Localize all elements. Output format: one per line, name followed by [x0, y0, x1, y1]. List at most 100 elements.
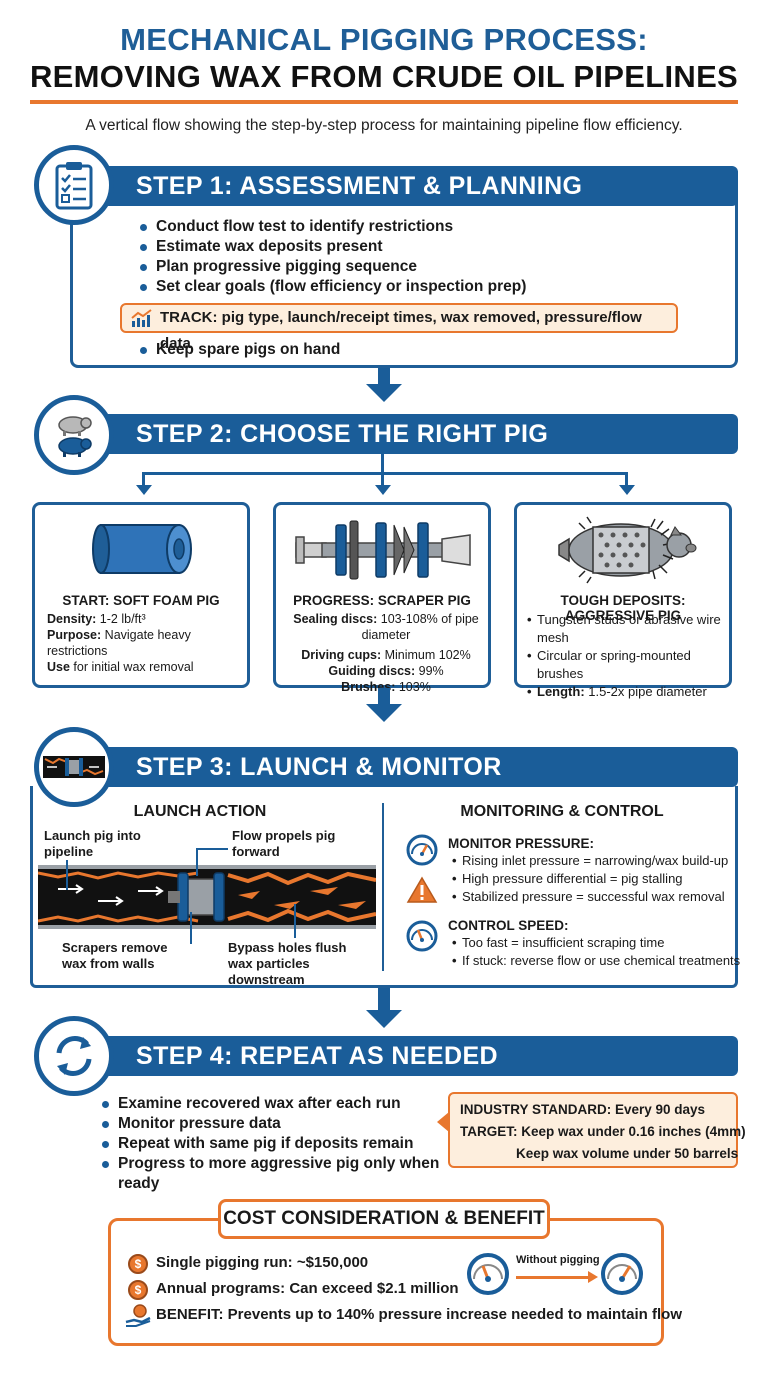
without-pigging-label: Without pigging: [516, 1254, 600, 1266]
pig-spec-line: Use for initial wax removal: [47, 659, 247, 675]
step4-icon-circle: [34, 1016, 114, 1096]
spec-value: 1.5-2x pipe diameter: [584, 684, 707, 699]
flow-arrow-down-icon: [366, 384, 402, 402]
spec-value: 1-2 lb/ft³: [96, 612, 146, 626]
spec-value: 99%: [415, 664, 444, 678]
flow-arrow-down-icon: [366, 1010, 402, 1028]
list-item: Plan progressive pigging sequence: [136, 257, 696, 277]
list-item: Monitor pressure data: [98, 1114, 448, 1134]
arrow-right-icon: [588, 1271, 598, 1283]
title-line-1: MECHANICAL PIGGING PROCESS:: [120, 22, 648, 57]
spec-label: Use: [47, 660, 70, 674]
spec-label: Length:: [537, 684, 585, 699]
branch-connector: [381, 472, 384, 488]
monitor-heading: MONITORING & CONTROL: [460, 803, 664, 820]
spec-value: Minimum 102%: [381, 648, 471, 662]
spec-label: Purpose:: [47, 628, 102, 642]
list-item: Repeat with same pig if deposits remain: [98, 1134, 448, 1154]
pig-spec-line: Driving cups: Minimum 102%: [286, 647, 486, 663]
launch-heading: LAUNCH ACTION: [133, 803, 267, 820]
aggressive-pig-icon: [558, 516, 697, 584]
annotation-leader: [196, 848, 228, 850]
gauge-low-icon: [467, 1253, 509, 1295]
monitor-pressure-heading: MONITOR PRESSURE:: [448, 836, 595, 851]
step2-title: STEP 2: CHOOSE THE RIGHT PIG: [136, 420, 549, 448]
list-item: High pressure differential = pig stallin…: [450, 870, 740, 888]
chevron-down-icon: [136, 485, 152, 495]
hand-coin-icon: [125, 1304, 151, 1327]
pig-card-bullets: Tungsten studs or abrasive wire mesh Cir…: [525, 611, 731, 701]
spec-value: 103%: [395, 680, 431, 694]
pig-card-aggressive: TOUGH DEPOSITS: AGGRESSIVE PIG Tungsten …: [514, 502, 732, 701]
foam-pig-icon: [92, 524, 192, 574]
control-speed-list: Too fast = insufficient scraping time If…: [450, 934, 746, 970]
subtitle: A vertical flow showing the step-by-step…: [85, 117, 683, 134]
dollar-coin-icon: $: [128, 1254, 148, 1274]
pig-card-details: Density: 1-2 lb/ft³ Purpose: Navigate he…: [47, 611, 247, 675]
refresh-cycle-icon: [56, 1036, 92, 1076]
spec-label: Sealing discs:: [293, 612, 378, 626]
step4-banner: STEP 4: REPEAT AS NEEDED: [76, 1036, 738, 1076]
list-item: Estimate wax deposits present: [136, 237, 696, 257]
list-item: If stuck: reverse flow or use chemical t…: [450, 952, 746, 970]
pig-card-scraper: PROGRESS: SCRAPER PIG Sealing discs: 103…: [273, 502, 491, 694]
title-line-2: REMOVING WAX FROM CRUDE OIL PIPELINES: [29, 59, 739, 94]
list-item: Tungsten studs or abrasive wire mesh: [525, 611, 731, 647]
pigs-icon: [58, 416, 92, 457]
spec-value: Tungsten studs or abrasive wire mesh: [537, 612, 721, 645]
annotation-bypass: Bypass holes flush wax particles downstr…: [228, 940, 347, 987]
step3-title: STEP 3: LAUNCH & MONITOR: [136, 753, 502, 781]
list-item: Length: 1.5-2x pipe diameter: [525, 683, 731, 701]
flow-arrow-stem: [378, 368, 390, 386]
branch-connector: [625, 472, 628, 488]
step4-title: STEP 4: REPEAT AS NEEDED: [136, 1042, 498, 1070]
spec-label: Driving cups:: [301, 648, 382, 662]
flow-arrow-down-icon: [366, 704, 402, 722]
chevron-down-icon: [619, 485, 635, 495]
pig-spec-line: Purpose: Navigate heavy restrictions: [47, 627, 247, 659]
spec-label: Density:: [47, 612, 97, 626]
list-item: Keep spare pigs on hand: [136, 340, 696, 360]
cost-benefit: BENEFIT: Prevents up to 140% pressure in…: [156, 1306, 682, 1323]
pig-spec-line: Density: 1-2 lb/ft³: [47, 611, 247, 627]
spec-label: Guiding discs:: [328, 664, 416, 678]
annotation-leader: [196, 848, 198, 876]
annotation-leader: [190, 912, 192, 944]
list-item: Conduct flow test to identify restrictio…: [136, 217, 696, 237]
step4-bullets: Examine recovered wax after each run Mon…: [98, 1094, 448, 1194]
pressure-gauge-icon: [406, 834, 438, 866]
cost-annual: Annual programs: Can exceed $2.1 million: [156, 1280, 459, 1297]
annotation-leader: [294, 904, 296, 938]
step1-icon-circle: [34, 145, 114, 225]
track-callout: TRACK: pig type, launch/receipt times, w…: [120, 303, 678, 352]
comparison-arrow: [516, 1276, 590, 1279]
pig-spec-line: Sealing discs: 103-108% of pipe diameter: [286, 611, 486, 643]
step3-divider: [382, 803, 384, 971]
industry-standard-callout: INDUSTRY STANDARD: Every 90 days TARGET:…: [448, 1092, 746, 1168]
annotation-flow: Flow propels pig forward: [232, 828, 336, 859]
pig-card-title: START: SOFT FOAM PIG: [62, 593, 220, 608]
step2-banner: STEP 2: CHOOSE THE RIGHT PIG: [76, 414, 738, 454]
annotation-leader: [66, 860, 68, 890]
title-divider: [30, 100, 738, 104]
gauge-high-icon: [601, 1253, 643, 1295]
chevron-down-icon: [375, 485, 391, 495]
warning-icon: [406, 876, 438, 903]
speed-gauge-icon: [406, 920, 438, 952]
list-item: Progress to more aggressive pig only whe…: [98, 1154, 448, 1194]
annotation-launch: Launch pig into pipeline: [44, 828, 141, 859]
spec-value: for initial wax removal: [69, 660, 194, 674]
list-item: Stabilized pressure = successful wax rem…: [450, 888, 740, 906]
pipeline-diagram: [38, 865, 376, 929]
step1-banner: STEP 1: ASSESSMENT & PLANNING: [76, 166, 738, 206]
step2-icon-circle: [34, 395, 114, 475]
standard-line: INDUSTRY STANDARD: Every 90 days: [460, 1102, 706, 1117]
chart-trend-icon: [131, 309, 152, 327]
pipeline-pig-icon: [43, 756, 105, 778]
step1-title: STEP 1: ASSESSMENT & PLANNING: [136, 172, 583, 200]
branch-connector: [142, 472, 628, 475]
pig-card-title: PROGRESS: SCRAPER PIG: [293, 593, 471, 608]
pig-card-foam: START: SOFT FOAM PIG Density: 1-2 lb/ft³…: [32, 502, 250, 688]
list-item: Set clear goals (flow efficiency or insp…: [136, 277, 696, 297]
step3-icon-circle: [34, 727, 114, 807]
